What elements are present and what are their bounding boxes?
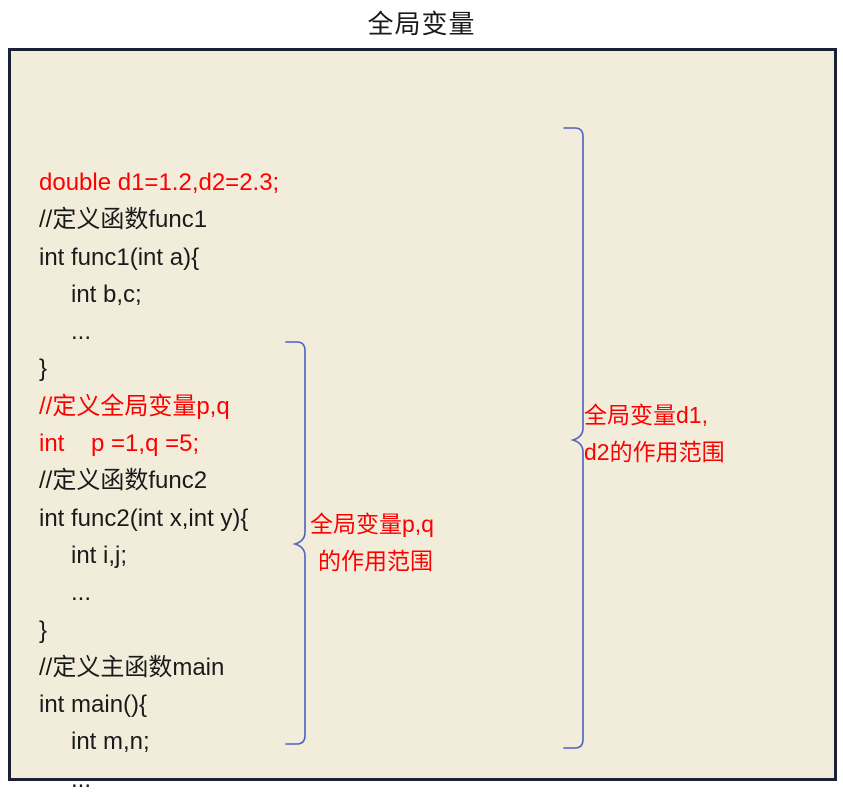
code-line: ... xyxy=(71,318,92,346)
code-line: ... xyxy=(71,579,92,607)
outer-scope-brace xyxy=(563,127,584,749)
code-line: //定义函数func1 xyxy=(39,206,208,234)
code-line: int m,n; xyxy=(71,728,150,756)
inner-scope-label-line1: 全局变量p,q xyxy=(310,511,434,537)
page-title: 全局变量 xyxy=(367,9,476,39)
outer-scope-label-line1: 全局变量d1, xyxy=(584,402,708,428)
code-line: int main(){ xyxy=(39,691,148,719)
inner-scope-label-line2: 的作用范围 xyxy=(318,547,433,574)
code-line: //定义函数func2 xyxy=(39,467,208,495)
code-line: } xyxy=(39,616,48,644)
code-line: //定义全局变量p,q xyxy=(39,392,230,420)
code-panel: double d1=1.2,d2=2.3; //定义函数func1 int func… xyxy=(8,48,837,793)
outer-scope-label-line2: d2的作用范围 xyxy=(584,438,725,465)
code-line: int func2(int x,int y){ xyxy=(39,504,249,532)
code-line: int i,j; xyxy=(71,541,128,569)
code-line: } xyxy=(39,355,48,383)
code-line: double d1=1.2,d2=2.3; xyxy=(39,169,280,196)
code-line: ... xyxy=(71,765,92,793)
inner-scope-brace xyxy=(285,341,306,745)
code-line: int b,c; xyxy=(71,280,142,308)
code-block: double d1=1.2,d2=2.3; //定义函数func1 int func… xyxy=(39,164,539,794)
outer-scope-label: 全局变量d1, d2的作用范围 xyxy=(584,397,725,470)
code-line: int func1(int a){ xyxy=(39,243,200,271)
inner-scope-label: 全局变量p,q 的作用范围 xyxy=(310,506,434,579)
code-line: //定义主函数main xyxy=(39,653,225,681)
code-line: int p =1,q =5; xyxy=(39,430,200,458)
